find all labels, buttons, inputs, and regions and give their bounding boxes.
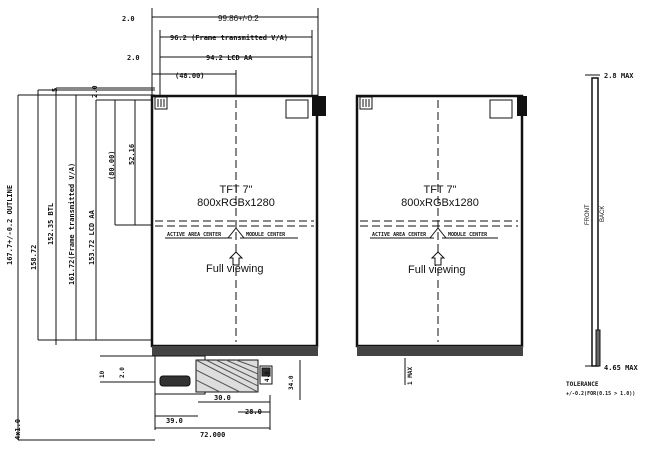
front-panel [150,94,326,356]
dim-bottom-4: 4.0 [264,371,271,382]
dim-left-2-0: 2.0 [91,85,99,98]
back-active-center: ACTIVE AREA CENTER [372,232,427,238]
dim-bottom-34: 34.0 [288,375,295,390]
connector-area [100,355,301,430]
dim-bottom-72: 72.000 [200,431,225,439]
left-dimensions [17,87,155,441]
dim-left-h2: 152.35 BTL [47,203,55,245]
side-note-body: +/-0.2(FOR(0.15 > 1.0)) [566,391,635,397]
back-panel-resolution: 800xRGBx1280 [401,197,479,209]
side-top-dim: 2.8 MAX [604,72,634,80]
dim-bottom-2: 2.0 [119,367,126,378]
front-panel-resolution: 800xRGBx1280 [197,197,275,209]
back-module-center: MODULE CENTER [448,232,488,238]
dim-left-outline: 167.7+/-0.2 OUTLINE [6,185,14,265]
front-panel-title: TFT 7" [219,184,252,196]
front-panel-viewing: Full viewing [206,263,263,275]
dim-top-width: 99.86+/-0.2 [218,14,259,23]
dim-left-h4: 153.72 LCD AA [88,209,96,265]
dim-left-h3: 161.72(Frame transmitted V/A) [68,163,76,285]
dim-left-5: 5 [51,88,59,92]
dim-left-h1: 158.72 [30,245,38,270]
dim-bottom-39: 39.0 [166,417,183,425]
side-back-label: BACK [600,206,606,222]
dim-bottom-28: 28.0 [245,408,262,416]
dim-right-side-1: 1 MAX [407,367,414,385]
side-bottom-dim: 4.65 MAX [604,364,639,372]
dim-top-transmitted: 96.2 (Frame transmitted V/A) [170,34,288,42]
back-panel-viewing: Full viewing [408,264,465,276]
side-note-title: TOLERANCE [566,381,599,388]
front-module-center: MODULE CENTER [246,232,286,238]
dim-top-48: (48.00) [175,72,205,80]
dim-bottom-10: 10 [99,370,106,378]
dim-top-2-0b: 2.0 [127,54,140,62]
back-panel [355,94,527,385]
front-active-center: ACTIVE AREA CENTER [167,232,222,238]
dim-bottom-30: 30.0 [214,394,231,402]
side-view [585,74,601,367]
dim-top-2-0: 2.0 [122,15,135,23]
dim-left-bottom: 4x1.0 [14,419,22,440]
top-dimensions [151,8,319,100]
dim-left-80: (80.00) [108,150,116,180]
back-panel-title: TFT 7" [423,184,456,196]
front-corner-mark-icon [154,96,168,110]
dim-top-active: 94.2 LCD AA [206,54,253,62]
side-front-label: FRONT [585,204,591,225]
dim-left-52: 52.16 [128,144,136,165]
